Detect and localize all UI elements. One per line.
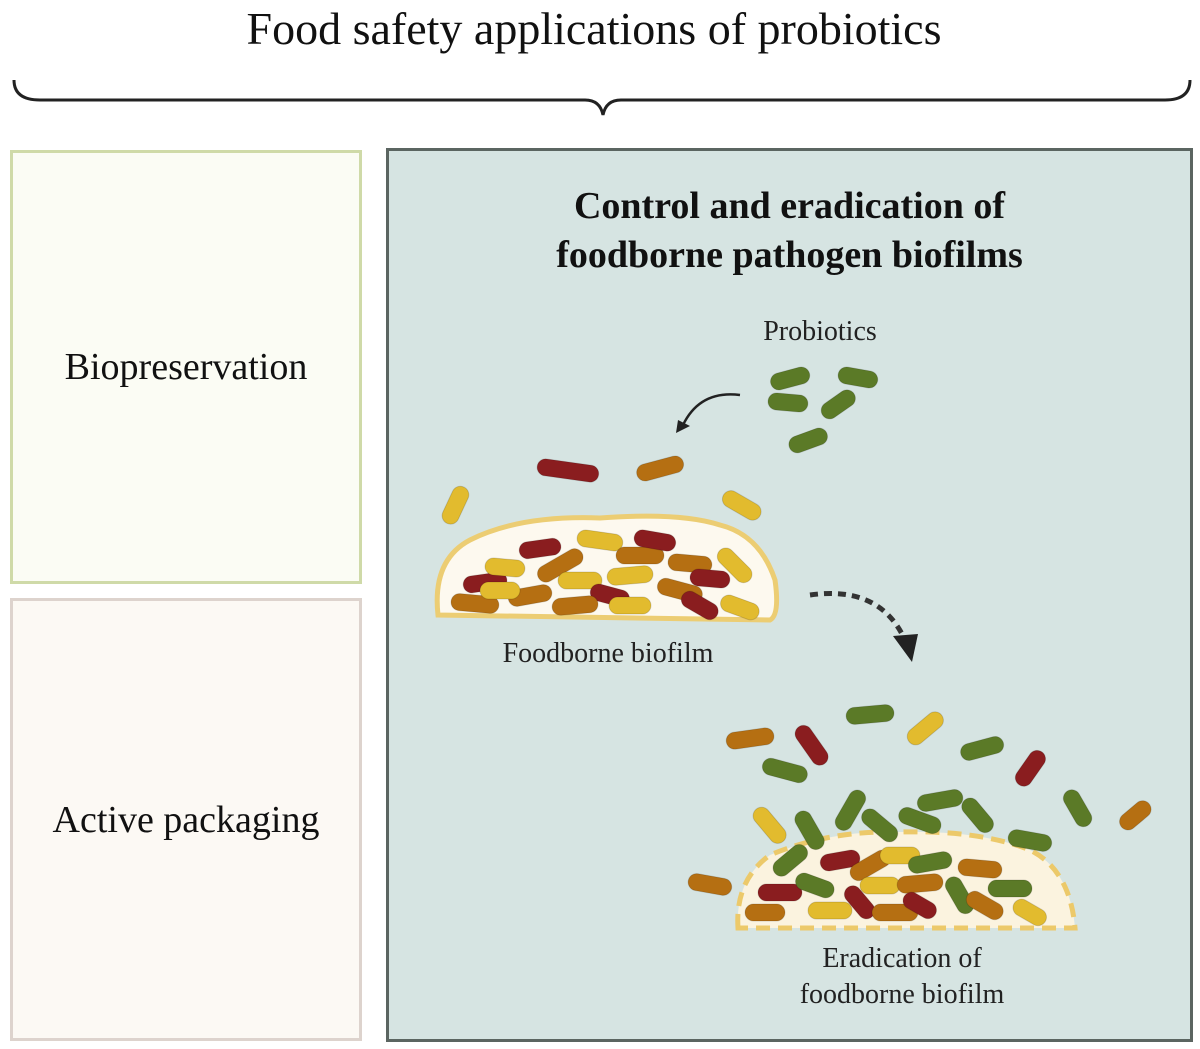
pathogen-bacterium bbox=[636, 455, 685, 482]
foodborne-biofilm-label: Foodborne biofilm bbox=[503, 638, 714, 669]
pathogen-bacterium bbox=[716, 547, 753, 584]
pathogen-bacterium bbox=[843, 885, 876, 920]
pathogen-bacterium bbox=[957, 858, 1003, 879]
eradication-label-line1: Eradication of bbox=[822, 943, 982, 974]
eradication-label-line2: foodborne biofilm bbox=[800, 979, 1005, 1010]
pathogen-bacterium bbox=[608, 596, 652, 615]
pathogen-bacterium bbox=[680, 590, 719, 621]
figure-title: Food safety applications of probiotics bbox=[246, 3, 942, 54]
probiotic-bacterium bbox=[794, 810, 825, 851]
probiotic-bacterium bbox=[861, 808, 899, 843]
pathogen-bacterium bbox=[725, 727, 775, 750]
pathogen-bacterium bbox=[689, 568, 731, 589]
probiotic-bacterium bbox=[1007, 829, 1053, 852]
active-packaging-label: Active packaging bbox=[52, 798, 320, 841]
pathogen-bacterium bbox=[902, 891, 937, 920]
probiotic-bacterium bbox=[960, 735, 1005, 761]
pathogen-bacterium bbox=[744, 903, 786, 922]
active-packaging-box: Active packaging bbox=[10, 598, 362, 1041]
probiotic-bacterium bbox=[987, 879, 1033, 898]
pathogen-bacterium bbox=[720, 594, 760, 621]
pathogen-bacterium bbox=[1014, 749, 1047, 787]
pathogen-bacterium bbox=[896, 873, 944, 894]
probiotic-bacterium bbox=[916, 788, 964, 813]
probiotic-bacterium bbox=[788, 427, 828, 454]
probiotic-bacterium bbox=[770, 366, 811, 391]
probiotic-bacterium bbox=[834, 789, 867, 831]
pathogen-bacterium bbox=[906, 711, 944, 746]
pathogen-bacterium bbox=[551, 595, 599, 616]
probiotic-bacterium bbox=[767, 392, 809, 413]
pathogen-bacterium bbox=[1012, 898, 1047, 927]
pathogen-bacterium bbox=[794, 724, 829, 766]
biopreservation-box: Biopreservation bbox=[10, 150, 362, 584]
pathogen-bacterium bbox=[606, 565, 654, 586]
pathogen-bacterium bbox=[819, 849, 861, 872]
pathogen-bacterium bbox=[667, 553, 713, 574]
pathogen-bacterium bbox=[557, 571, 603, 590]
probiotic-bacterium bbox=[772, 843, 809, 877]
panel-heading: Control and eradication of foodborne pat… bbox=[386, 182, 1193, 280]
biopreservation-label: Biopreservation bbox=[64, 346, 308, 388]
pathogen-bacterium bbox=[721, 490, 762, 521]
pathogen-bacterium bbox=[859, 876, 901, 895]
probiotic-bacterium bbox=[820, 389, 856, 420]
probiotic-bacterium bbox=[795, 872, 835, 899]
panel-heading-line2: foodborne pathogen biofilms bbox=[556, 234, 1023, 276]
probiotic-bacterium bbox=[898, 806, 942, 835]
pathogen-bacterium bbox=[536, 458, 600, 483]
panel-heading-line1: Control and eradication of bbox=[573, 185, 1006, 227]
pathogen-bacterium bbox=[965, 890, 1004, 921]
pathogen-bacterium bbox=[518, 537, 562, 560]
curved-arrow-head bbox=[676, 420, 690, 433]
probiotics-label: Probiotics bbox=[763, 316, 877, 347]
pathogen-bacterium bbox=[615, 546, 665, 565]
dashed-arrow bbox=[809, 590, 908, 642]
dashed-arrow-head bbox=[893, 634, 918, 662]
probiotic-bacterium bbox=[1062, 789, 1093, 828]
pathogen-bacterium bbox=[484, 557, 526, 578]
curved-arrow bbox=[681, 393, 741, 426]
probiotic-bacterium bbox=[907, 851, 953, 874]
pathogen-bacterium bbox=[441, 485, 470, 525]
pathogen-bacterium bbox=[807, 901, 853, 920]
pathogen-bacterium bbox=[757, 883, 803, 902]
probiotic-bacterium bbox=[845, 704, 895, 725]
probiotic-bacterium bbox=[761, 757, 808, 784]
pathogen-bacterium bbox=[633, 529, 677, 552]
pathogen-bacterium bbox=[479, 581, 521, 600]
probiotic-bacterium bbox=[961, 797, 995, 834]
pathogen-bacterium bbox=[687, 873, 733, 896]
probiotic-bacterium bbox=[837, 366, 879, 389]
pathogen-bacterium bbox=[576, 529, 624, 552]
pathogen-bacterium bbox=[1119, 800, 1152, 831]
curly-brace bbox=[12, 79, 1192, 116]
probiotic-bacterium bbox=[944, 876, 975, 915]
pathogen-bacterium bbox=[752, 806, 787, 844]
